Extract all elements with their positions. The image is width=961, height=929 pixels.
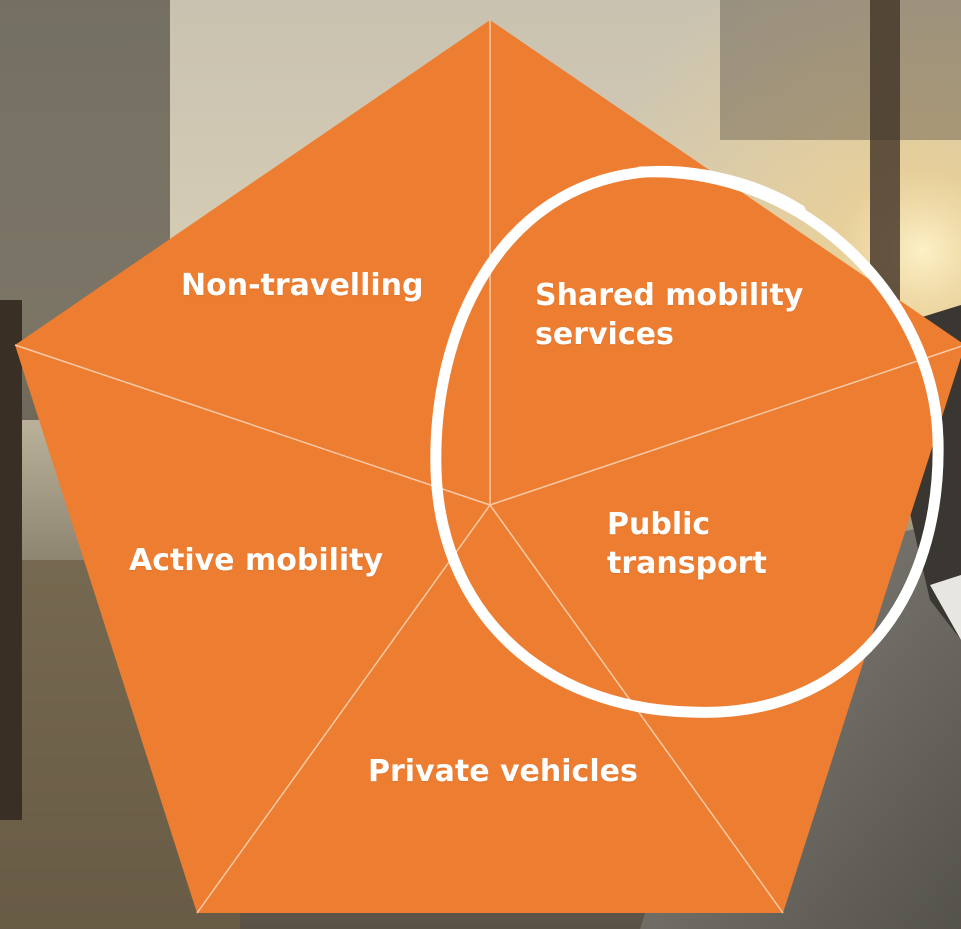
segment-label-public-transport: Public transport xyxy=(607,507,767,581)
segment-label-private-vehicles: Private vehicles xyxy=(368,754,638,789)
segment-label-non-travelling: Non-travelling xyxy=(181,268,424,303)
pentagon-shape xyxy=(15,20,961,913)
tree-canopy-right xyxy=(720,0,961,140)
divider-left xyxy=(14,344,491,506)
tree-trunk-left xyxy=(0,300,22,820)
mobility-pentagon xyxy=(14,20,961,914)
segment-label-active-mobility: Active mobility xyxy=(129,543,384,578)
divider-bottom-left xyxy=(196,504,491,914)
car-light xyxy=(930,575,961,640)
divider-right xyxy=(489,345,961,506)
highlight-ring xyxy=(430,165,944,718)
segment-label-shared-mobility: Shared mobility services xyxy=(535,278,804,352)
